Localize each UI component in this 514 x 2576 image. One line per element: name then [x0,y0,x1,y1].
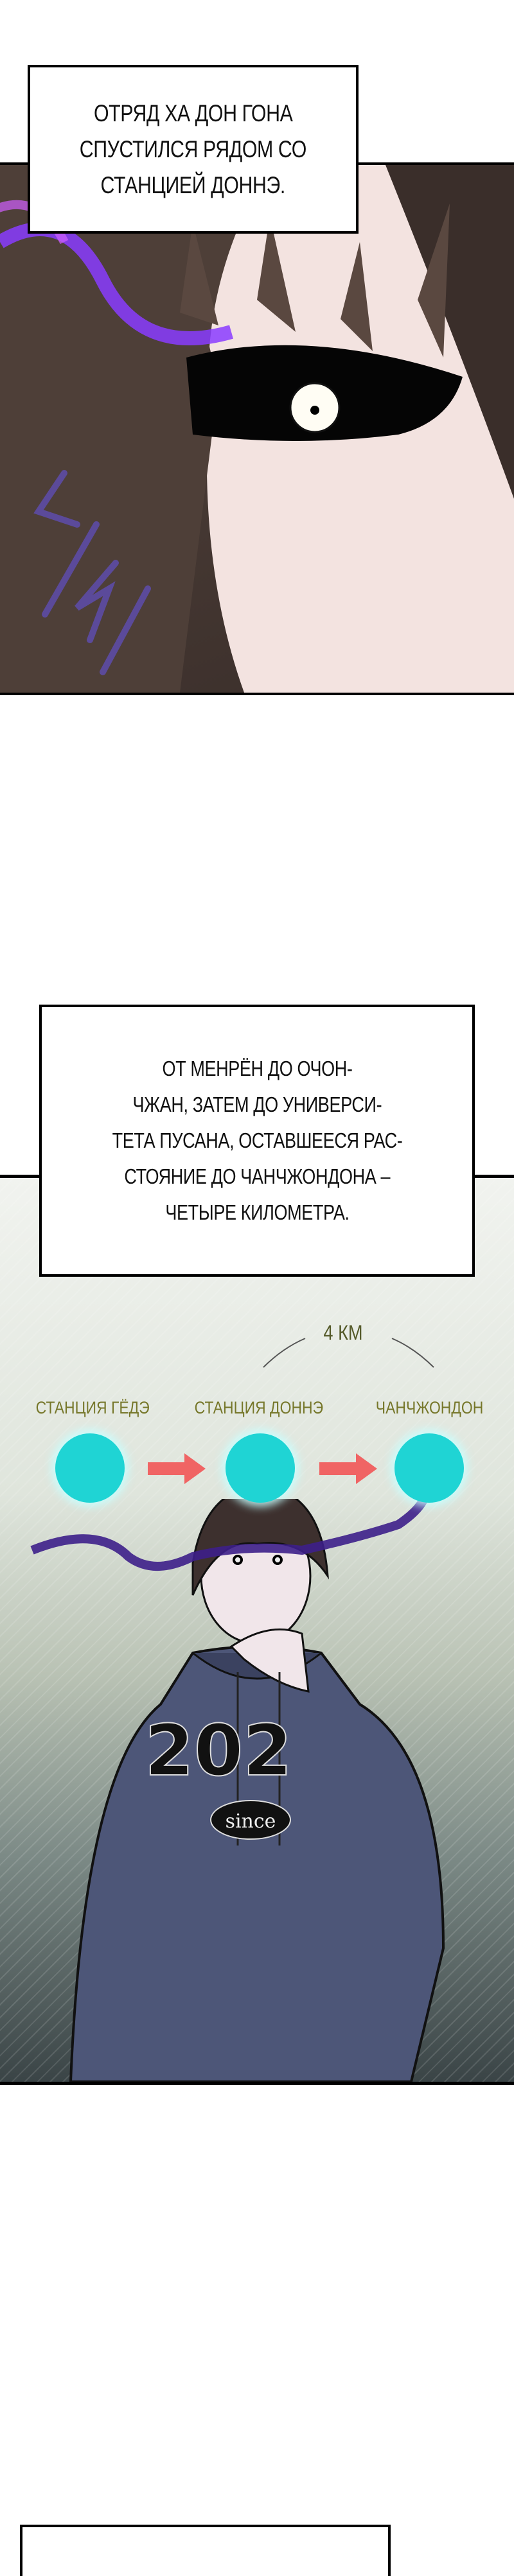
panel-route-map: 202 since [0,1175,514,2085]
hoodie-number: 202 [145,1709,292,1792]
station-dot-icon [226,1433,295,1503]
caption-line: чжан, затем до Универси- [132,1093,382,1116]
arrow-right-icon [148,1453,206,1484]
eye-closeup-art [0,165,514,693]
caption-line: спустился рядом со [79,135,307,162]
character-illustration: 202 since [30,1499,445,2082]
caption-line: тета Пусана, оставшееся рас- [112,1128,402,1152]
caption-line: стояние до Чанчжондона – [124,1164,390,1188]
route-decor [263,1338,434,1368]
station-label: Станция Доннэ [194,1398,324,1417]
caption-box: От Менрён до Очон- чжан, затем до Универ… [39,1005,475,1277]
caption-line: четыре километра. [164,1200,350,1224]
station-dot-icon [394,1433,464,1503]
station-label: Чанчжондон [375,1398,484,1417]
station-dot-icon [55,1433,125,1503]
station-label: Станция Гёдэ [35,1398,150,1417]
caption-line: От Менрён до Очон- [161,1057,352,1080]
swish-sfx-icon [33,470,151,675]
caption-line: станцией Доннэ. [100,171,286,198]
caption-box-partial [20,2525,391,2576]
distance-label: 4 КМ [323,1321,363,1344]
caption-line: Отряд Ха Дон Гона [93,99,293,126]
panel-eye-closeup [0,162,514,695]
caption-box: Отряд Ха Дон Гона спустился рядом со ста… [28,65,359,234]
arrow-right-icon [319,1453,377,1484]
hoodie-word: since [226,1810,276,1833]
